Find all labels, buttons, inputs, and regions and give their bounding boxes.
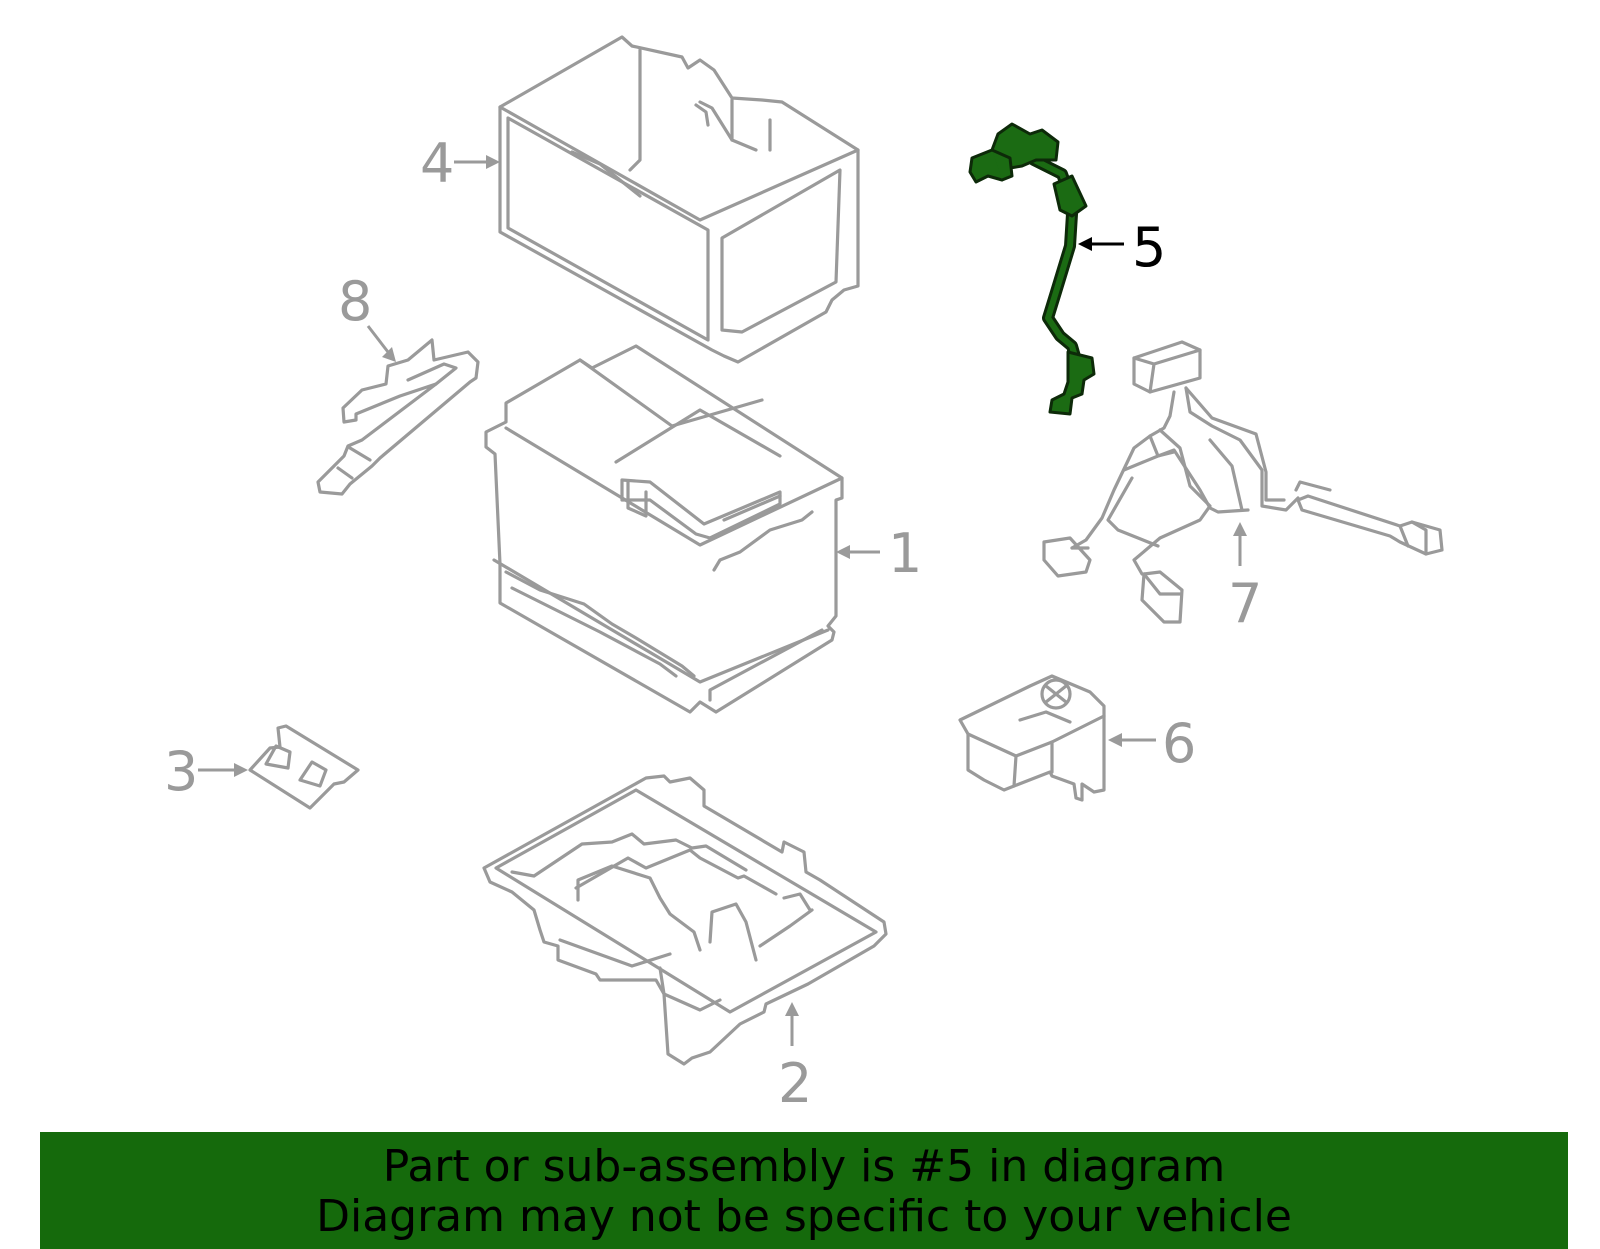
part-4-battery-cover[interactable]: [498, 35, 860, 364]
callout-5: 5: [1078, 216, 1166, 279]
part-7-wiring-harness[interactable]: [1042, 340, 1444, 624]
callout-7: 7: [1228, 522, 1262, 635]
banner-line-2: Diagram may not be specific to your vehi…: [316, 1191, 1292, 1242]
callout-7-label: 7: [1228, 572, 1262, 635]
callout-5-label: 5: [1132, 216, 1166, 279]
part-3-bracket[interactable]: [248, 724, 360, 810]
callout-2: 2: [778, 1002, 812, 1115]
callout-4: 4: [420, 132, 500, 195]
callout-8-label: 8: [338, 270, 372, 333]
parts-diagram: 1 2 3 4 5 6 7 8: [164, 35, 1444, 1115]
part-5-battery-cable[interactable]: [968, 122, 1096, 416]
banner-line-1: Part or sub-assembly is #5 in diagram: [382, 1141, 1226, 1192]
callout-1-label: 1: [888, 522, 922, 585]
part-6-terminal-cover[interactable]: [958, 674, 1106, 802]
callout-6: 6: [1108, 712, 1196, 775]
callout-8: 8: [338, 270, 396, 362]
part-1-battery[interactable]: [484, 344, 844, 714]
part-2-battery-tray[interactable]: [482, 774, 888, 1066]
callout-3-label: 3: [164, 740, 198, 803]
callout-3: 3: [164, 740, 248, 803]
callout-1: 1: [836, 522, 922, 585]
part-8-hold-down[interactable]: [316, 338, 480, 496]
info-banner: Part or sub-assembly is #5 in diagram Di…: [40, 1132, 1568, 1249]
callout-2-label: 2: [778, 1052, 812, 1115]
callout-6-label: 6: [1162, 712, 1196, 775]
callout-4-label: 4: [420, 132, 454, 195]
